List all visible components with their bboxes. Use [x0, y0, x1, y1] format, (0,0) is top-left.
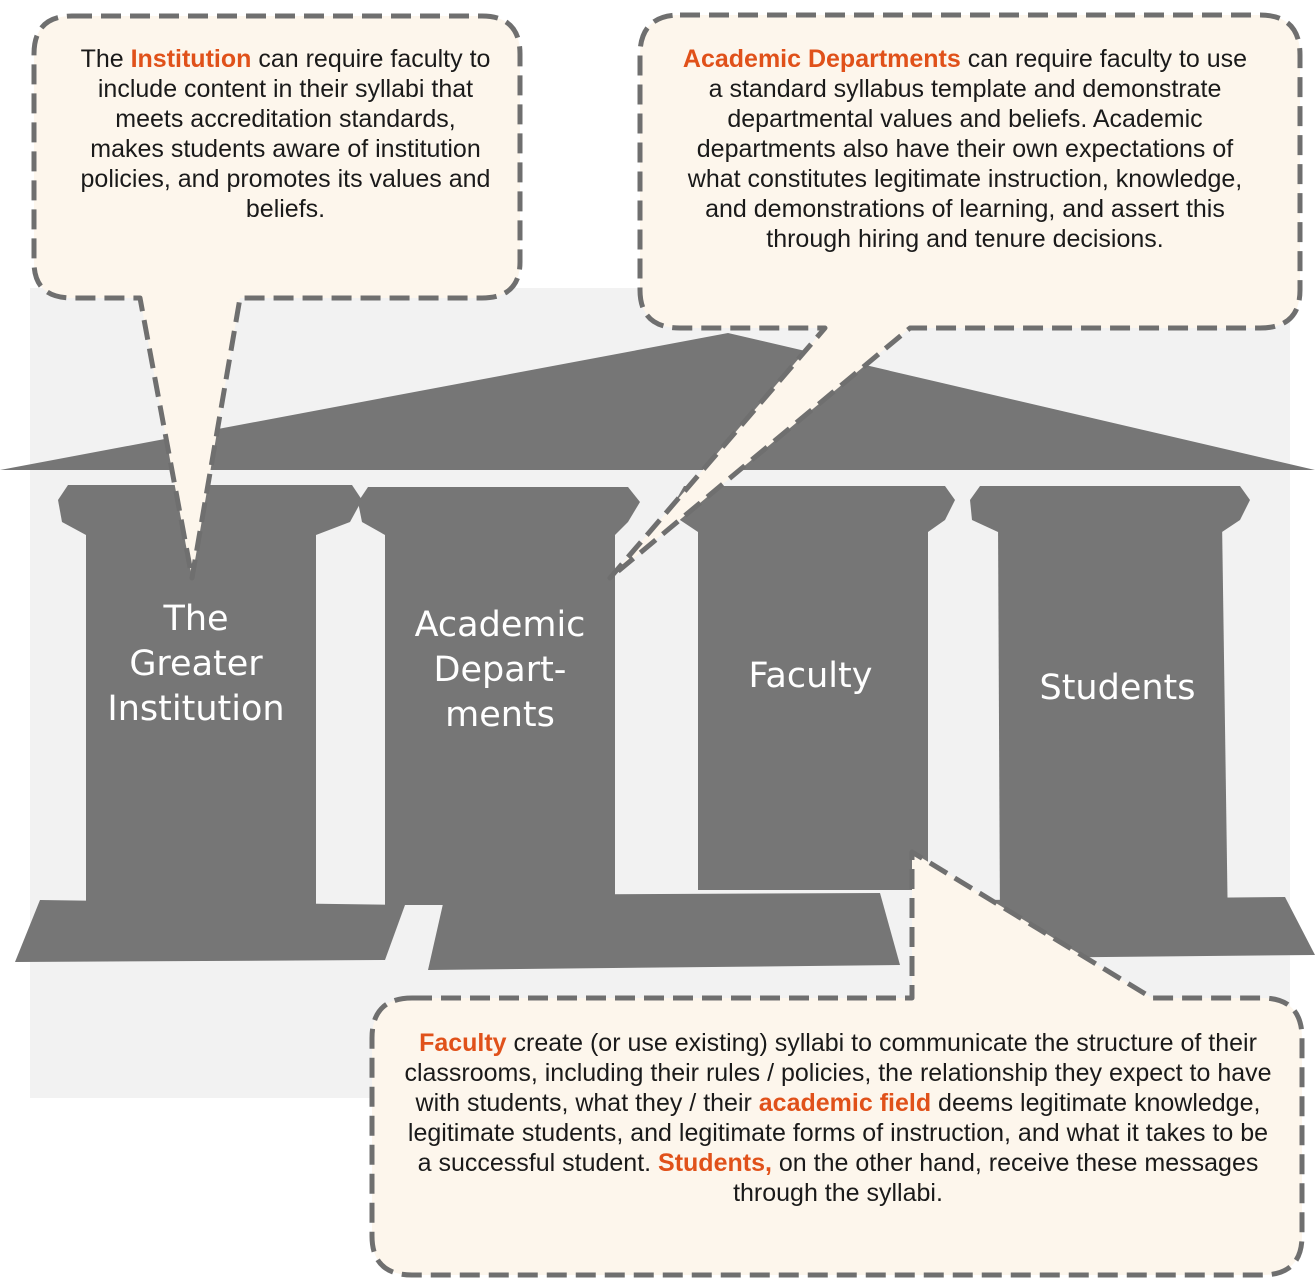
pillar-shaft: [385, 520, 615, 905]
pillar-institution: [58, 485, 362, 905]
pillar-label-line: Academic: [414, 605, 586, 645]
text-run: can require faculty to include content i…: [80, 45, 491, 223]
pillar-label-line: ments: [445, 695, 555, 735]
callout-departments-shape: [607, 12, 1303, 581]
highlight-institution: Institution: [130, 45, 252, 73]
callouts: [31, 12, 1305, 1278]
pillar-label-line: Students: [1039, 668, 1196, 708]
pillar-shaft: [86, 520, 316, 905]
base-middle: [428, 893, 900, 970]
pillar-label-line: Institution: [107, 689, 285, 729]
pillar-label-students: Students: [1000, 666, 1235, 711]
pillar-students: [970, 486, 1250, 932]
highlight-students: Students,: [658, 1149, 772, 1177]
text-run: create (or use existing) syllabi to comm…: [404, 1029, 1272, 1117]
base-right: [985, 897, 1315, 958]
pillar-shaft: [998, 520, 1228, 932]
pillar-faculty: [676, 486, 955, 890]
base-left: [15, 900, 405, 962]
text-run: The: [80, 45, 131, 73]
pillar-label-line: Depart-: [433, 650, 567, 690]
pillar-label-departments: Academic Depart- ments: [385, 603, 615, 738]
callout-faculty-text: Faculty create (or use existing) syllabi…: [398, 1028, 1278, 1208]
highlight-academic-field: academic field: [758, 1089, 932, 1117]
highlight-academic-departments: Academic Departments: [682, 45, 961, 73]
text-run: deems legitimate knowledge, legitimate s…: [407, 1089, 1269, 1177]
roof: [0, 333, 1315, 470]
text-run: on the other hand, receive these message…: [733, 1149, 1259, 1207]
highlight-faculty: Faculty: [419, 1029, 507, 1057]
callout-institution-shape: [31, 13, 523, 581]
text-run: can require faculty to use a standard sy…: [687, 45, 1248, 253]
pillar-label-institution: The Greater Institution: [86, 597, 306, 732]
pillar-label-faculty: Faculty: [698, 654, 923, 699]
pillar-label-line: The: [163, 599, 229, 639]
pillar-shaft: [698, 518, 928, 890]
pillar-label-line: Faculty: [748, 656, 873, 696]
callout-departments-text: Academic Departments can require faculty…: [676, 44, 1254, 254]
pillar-label-line: Greater: [129, 644, 263, 684]
pillar-departments: [358, 487, 640, 905]
building: [0, 333, 1315, 970]
callout-faculty-shape: [369, 849, 1305, 1278]
callout-institution-text: The Institution can require faculty to i…: [78, 44, 493, 224]
